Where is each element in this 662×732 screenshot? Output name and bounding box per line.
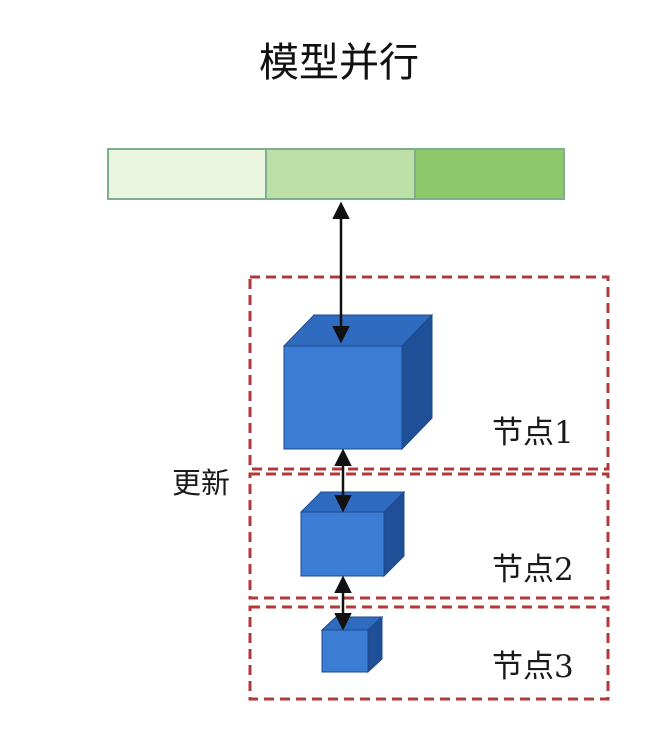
- diagram-title: 模型并行: [259, 40, 419, 86]
- cube-1-icon: [282, 313, 434, 451]
- update-label: 更新: [172, 466, 230, 500]
- node-box-3: [248, 605, 610, 701]
- parameter-bar-segment-2: [265, 148, 416, 200]
- node-label-3: 节点3: [492, 649, 574, 685]
- cube-3-icon: [320, 615, 384, 674]
- node-label-1: 节点1: [492, 415, 574, 451]
- node-label-2: 节点2: [492, 552, 574, 588]
- parameter-bar: [107, 148, 565, 200]
- cube-2-icon: [299, 490, 406, 578]
- parameter-bar-segment-1: [107, 148, 267, 200]
- node-box-2: [248, 472, 610, 600]
- node-box-1: [248, 275, 610, 471]
- parameter-bar-segment-3: [414, 148, 565, 200]
